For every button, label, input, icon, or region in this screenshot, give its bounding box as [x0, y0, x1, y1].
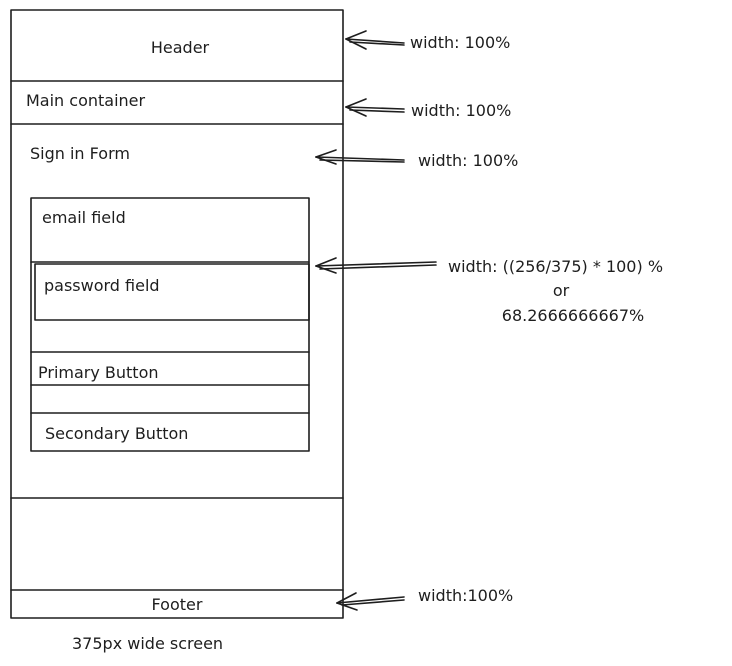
- secondary-button[interactable]: Secondary Button: [45, 424, 188, 443]
- footer-arrow: [336, 592, 405, 611]
- footer-width-annotation: width:100%: [418, 586, 513, 605]
- sign-in-form-width-annotation: width: 100%: [418, 151, 518, 170]
- main-container-width-annotation: width: 100%: [411, 101, 511, 120]
- fields-width-annotation-line2: or: [553, 281, 570, 300]
- fields-width-annotation-line3: 68.2666666667%: [502, 306, 644, 325]
- sign-in-form-label: Sign in Form: [30, 144, 130, 163]
- screen-frame: [10, 9, 344, 619]
- fields-width-annotation-line1: width: ((256/375) * 100) %: [448, 257, 663, 276]
- form-fields-column: [30, 197, 310, 452]
- password-field-box: [34, 263, 310, 321]
- email-field[interactable]: email field: [42, 208, 126, 227]
- password-field[interactable]: password field: [44, 276, 160, 295]
- header-width-annotation: width: 100%: [410, 33, 510, 52]
- footer-label: Footer: [152, 595, 203, 614]
- header-label: Header: [151, 38, 210, 57]
- fields-arrow: [315, 257, 437, 274]
- main-container-arrow: [345, 98, 405, 117]
- main-container-label: Main container: [26, 91, 146, 110]
- primary-button[interactable]: Primary Button: [38, 363, 159, 382]
- header-arrow: [345, 30, 405, 50]
- screen-width-caption: 375px wide screen: [72, 634, 223, 653]
- sign-in-form-arrow: [315, 149, 405, 165]
